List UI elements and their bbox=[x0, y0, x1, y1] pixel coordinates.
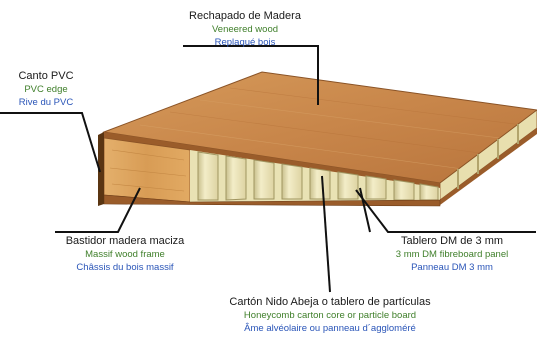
veneer-top-edge bbox=[104, 132, 440, 188]
veneer-label: Rechapado de Madera Veneered wood Replaq… bbox=[150, 10, 340, 49]
pvc-edge-label: Canto PVC PVC edge Rive du PVC bbox=[0, 70, 92, 109]
dm-panel-label-fr: Panneau DM 3 mm bbox=[411, 262, 493, 273]
veneer-label-es: Rechapado de Madera bbox=[189, 10, 301, 22]
core-label-fr: Âme alvéolaire ou panneau d´aggloméré bbox=[244, 323, 416, 334]
front-cross-section bbox=[103, 137, 441, 207]
pvc-edge-label-es: Canto PVC bbox=[18, 70, 74, 82]
pvc-edge-strip bbox=[98, 132, 104, 206]
core-label-es: Cartón Nido Abeja o tablero de partícula… bbox=[229, 296, 431, 308]
dm-panel-label-es: Tablero DM de 3 mm bbox=[400, 235, 504, 247]
veneer-label-en: Veneered wood bbox=[211, 24, 279, 35]
veneer-leader-line bbox=[183, 45, 319, 105]
dm-panel-label-en: 3 mm DM fibreboard panel bbox=[395, 249, 509, 260]
frame-label-en: Massif wood frame bbox=[85, 249, 165, 260]
dm-panel-label: Tablero DM de 3 mm 3 mm DM fibreboard pa… bbox=[372, 235, 532, 274]
core-leader-line bbox=[321, 175, 331, 293]
pvc-edge-label-en: PVC edge bbox=[24, 84, 68, 95]
veneer-label-fr: Replaqué bois bbox=[214, 37, 276, 48]
honeycomb-cells bbox=[197, 151, 439, 201]
frame-label: Bastidor madera maciza Massif wood frame… bbox=[40, 235, 210, 274]
leader-lines bbox=[0, 45, 536, 293]
core-label-en: Honeycomb carton core or particle board bbox=[243, 310, 417, 321]
frame-label-fr: Châssis du bois massif bbox=[76, 262, 174, 273]
core-label: Cartón Nido Abeja o tablero de partícula… bbox=[170, 296, 490, 335]
frame-label-es: Bastidor madera maciza bbox=[65, 235, 185, 247]
frame-leader-line bbox=[55, 187, 141, 233]
pvc-edge-leader-line bbox=[0, 112, 101, 173]
dm-panel-leader-line bbox=[355, 189, 536, 233]
dm-panel-leader-branch bbox=[359, 187, 371, 233]
pvc-edge-label-fr: Rive du PVC bbox=[18, 97, 74, 108]
right-side-face bbox=[439, 109, 537, 205]
